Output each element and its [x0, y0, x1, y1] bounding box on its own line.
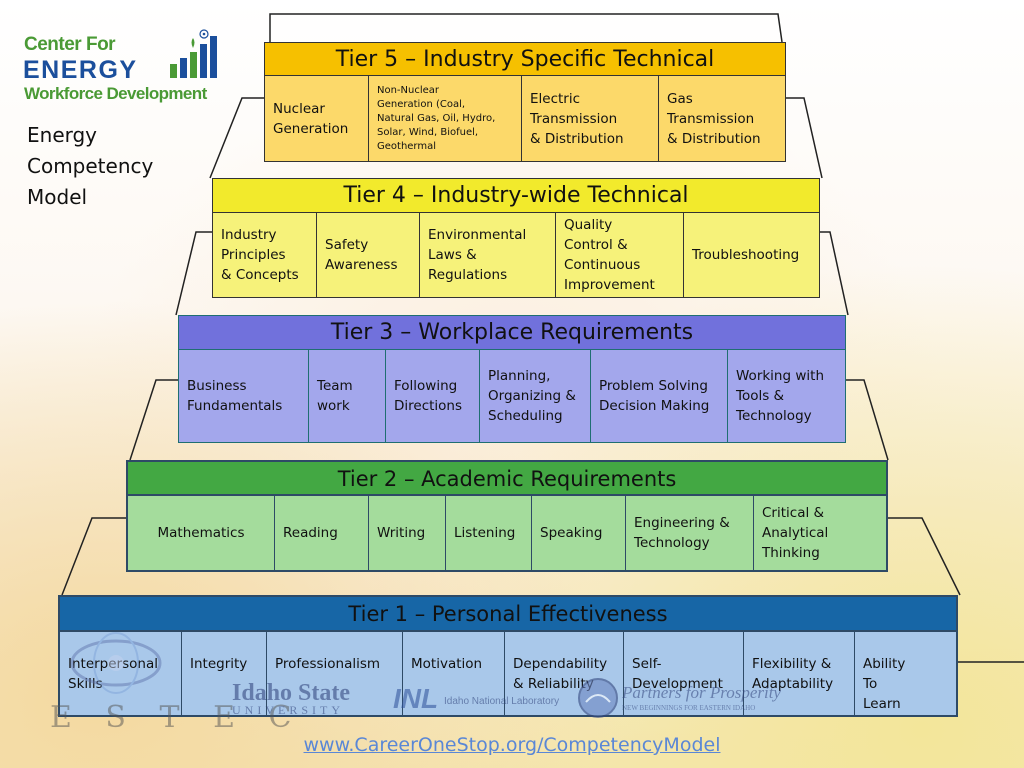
- tier-5-cell-non-nuclear-generation: Non-Nuclear Generation (Coal, Natural Ga…: [368, 76, 521, 161]
- tier-1-cell-dependability: Dependability & Reliability: [504, 632, 623, 715]
- tier-3-cell-teamwork: Team work: [308, 350, 385, 442]
- page-subtitle: Energy Competency Model: [27, 123, 154, 209]
- tier-1-cell-professionalism: Professionalism: [266, 632, 402, 715]
- isu-sub-watermark: UNIVERSITY: [232, 703, 344, 717]
- atom-swirl-icon: [70, 632, 162, 694]
- pfp-globe-icon: [578, 678, 618, 718]
- tier-3: Tier 3 – Workplace Requirements Business…: [178, 315, 846, 443]
- isu-watermark: Idaho State: [232, 680, 351, 706]
- tier-4-cell-quality-control: Quality Control & Continuous Improvement: [555, 213, 683, 297]
- tier-5-title: Tier 5 – Industry Specific Technical: [265, 43, 785, 76]
- tier-2-cell-mathematics: Mathematics: [157, 525, 245, 541]
- footer-link[interactable]: www.CareerOneStop.org/CompetencyModel: [303, 734, 721, 756]
- tier-4-cell-environmental-laws: Environmental Laws & Regulations: [419, 213, 555, 297]
- tier-3-cell-problem-solving: Problem Solving Decision Making: [590, 350, 727, 442]
- tier-2-title: Tier 2 – Academic Requirements: [128, 462, 886, 496]
- tier-4-title: Tier 4 – Industry-wide Technical: [213, 179, 819, 213]
- logo-bars-icon: [170, 29, 217, 78]
- tier-4-cell-troubleshooting: Troubleshooting: [683, 213, 818, 297]
- tier-2: Tier 2 – Academic Requirements Mathemati…: [126, 460, 888, 572]
- tier-1-cell-integrity: Integrity: [181, 632, 266, 715]
- tier-5-cell-nuclear-generation: Nuclear Generation: [273, 100, 349, 137]
- tier-3-title: Tier 3 – Workplace Requirements: [179, 316, 845, 350]
- pfp-sub-watermark: NEW BEGINNINGS FOR EASTERN IDAHO: [622, 704, 756, 712]
- logo-workforce-development: Workforce Development: [24, 84, 207, 103]
- tier-3-cell-planning-organizing: Planning, Organizing & Scheduling: [479, 350, 590, 442]
- logo-energy: ENERGY: [23, 56, 138, 84]
- tier-1-cell-interpersonal-skills: Interpersonal Skills: [68, 656, 158, 692]
- tier-3-cell-following-directions: Following Directions: [385, 350, 479, 442]
- tier-4: Tier 4 – Industry-wide Technical Industr…: [212, 178, 820, 298]
- tier-2-cell-speaking: Speaking: [531, 496, 625, 570]
- tier-2-cell-reading: Reading: [274, 496, 368, 570]
- tier-1-cell-motivation: Motivation: [402, 632, 504, 715]
- pfp-watermark: Partners for Prosperity: [622, 683, 781, 702]
- inl-sub-watermark: Idaho National Laboratory: [444, 696, 560, 707]
- tier-1-cell-self-development: Self- Development: [623, 632, 743, 715]
- inl-watermark: INL: [393, 683, 439, 714]
- tier-1-cell-flexibility: Flexibility & Adaptability: [743, 632, 854, 715]
- tier-3-cell-business-fundamentals: Business Fundamentals: [187, 378, 283, 414]
- tier-5-cell-gas-transmission: Gas Transmission & Distribution: [658, 76, 784, 161]
- tier-1-title: Tier 1 – Personal Effectiveness: [60, 597, 956, 632]
- tier-4-cell-industry-principles: Industry Principles & Concepts: [221, 227, 299, 283]
- tier-5: Tier 5 – Industry Specific Technical Nuc…: [264, 42, 786, 162]
- tier-1: Tier 1 – Personal Effectiveness Interper…: [58, 595, 958, 717]
- tier-4-cell-safety-awareness: Safety Awareness: [316, 213, 419, 297]
- tier-2-cell-listening: Listening: [445, 496, 531, 570]
- tier-5-cell-electric-transmission: Electric Transmission & Distribution: [521, 76, 658, 161]
- logo-center-for: Center For: [24, 34, 116, 55]
- tier-1-cell-ability-to-learn: Ability To Learn: [854, 632, 956, 715]
- tier-3-cell-working-with-tools: Working with Tools & Technology: [727, 350, 844, 442]
- tier-2-cell-critical-thinking: Critical & Analytical Thinking: [753, 496, 886, 570]
- estec-watermark: E S T E C: [50, 700, 304, 735]
- tier-2-cell-writing: Writing: [368, 496, 445, 570]
- tier-2-cell-engineering-technology: Engineering & Technology: [625, 496, 753, 570]
